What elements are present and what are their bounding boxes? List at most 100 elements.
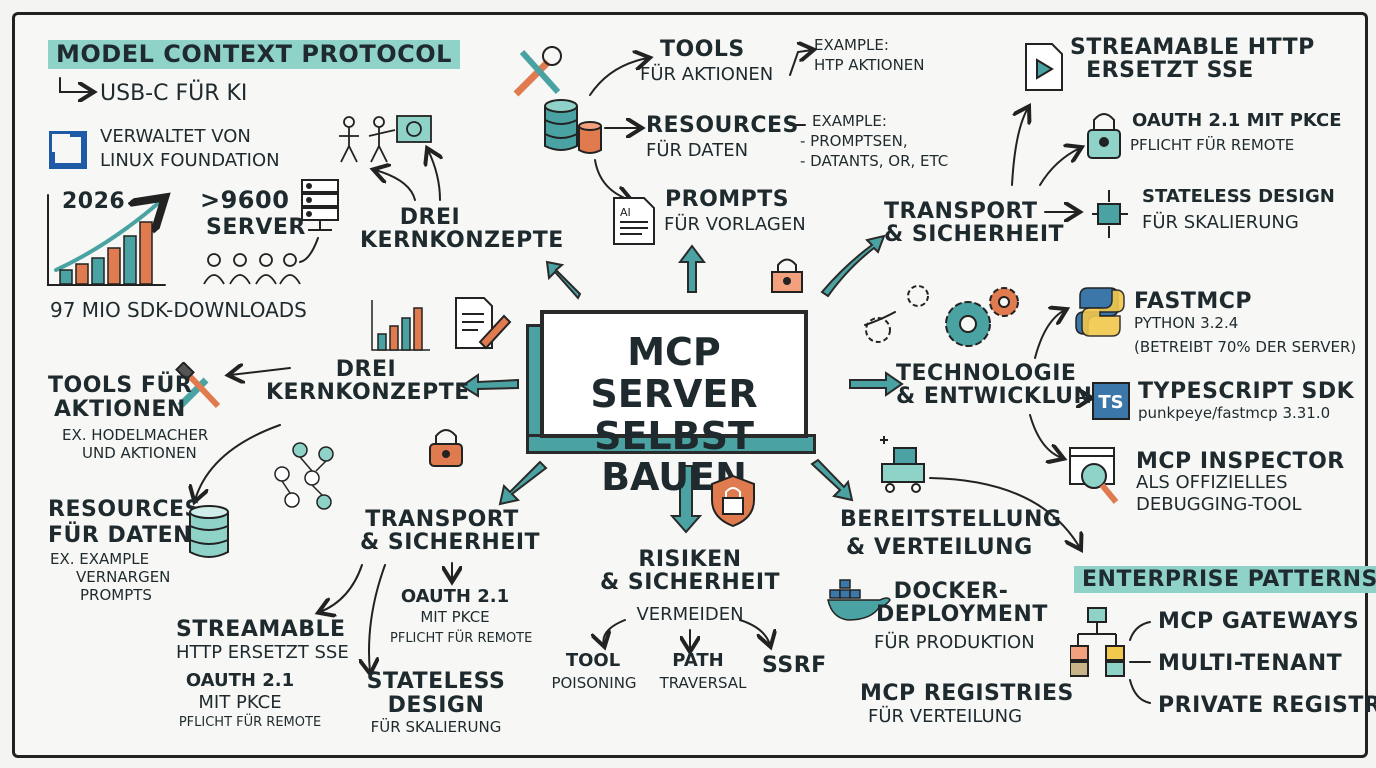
transport-to-oauth-arrow	[1039, 148, 1080, 186]
top-tools-example-2: HTP AKTIONEN	[814, 56, 925, 74]
transport-right-streamable-2: ERSETZT SSE	[1086, 58, 1254, 84]
inspector-line-3: DEBUGGING-TOOL	[1136, 494, 1302, 515]
registries-sub: FÜR VERTEILUNG	[868, 706, 1023, 727]
risk-ssrf: SSRF	[762, 653, 827, 678]
small-bar-chart-icon	[371, 300, 430, 351]
top-tools-example-1: EXAMPLE:	[814, 36, 889, 54]
center-to-left-concepts-arrow	[460, 373, 519, 398]
contract-pen-icon	[455, 297, 512, 350]
left-resources-example-3: PROMPTS	[80, 586, 152, 604]
tools-example-arrow	[789, 50, 812, 76]
network-people-icon	[274, 442, 334, 510]
server-label: SERVER	[206, 215, 306, 240]
transport-bottom-title: TRANSPORT & SICHERHEIT	[360, 507, 541, 556]
risks-title: RISIKEN & SICHERHEIT	[600, 548, 780, 594]
transport-bottom-stateless-3: FÜR SKALIERUNG	[370, 718, 502, 736]
typescript-package: punkpeye/fastmcp 3.31.0	[1138, 404, 1331, 422]
deploy-title-1: BEREITSTELLUNG	[840, 507, 1062, 532]
docker-line-3: FÜR PRODUKTION	[874, 632, 1035, 653]
db-to-prompts-arrow	[594, 159, 630, 200]
foundation-line-1: VERWALTET VON	[100, 126, 251, 147]
transport-right-stateless-1: STATELESS DESIGN	[1142, 186, 1335, 207]
subtitle-arrow	[59, 77, 92, 92]
risk-branch-right	[739, 619, 770, 645]
transport-right-oauth-2: PFLICHT FÜR REMOTE	[1130, 136, 1295, 154]
center-line-1: MCP SERVER	[590, 330, 758, 416]
transport-bottom-oauth-2: MIT PKCE	[420, 608, 490, 626]
concepts-to-people-arrow	[375, 170, 416, 201]
left-concepts-title-2: KERNKONZEPTE	[266, 380, 470, 406]
database-icon	[544, 99, 602, 154]
left-resources-example-2: VERNARGEN	[76, 568, 171, 586]
server-rack-icon	[301, 179, 339, 231]
left-database-icon	[189, 505, 229, 558]
docker-line-1: DOCKER-	[893, 579, 1009, 604]
chart-growth-arrow	[54, 200, 162, 272]
padlock-icon	[771, 258, 803, 293]
left-tools-title-2: AKTIONEN	[54, 397, 186, 422]
center-to-prompts-arrow	[678, 244, 706, 293]
transport-to-stateless-bottom-arrow	[369, 564, 386, 672]
left-tools-example-1: EX. HODELMACHER	[62, 426, 209, 444]
stats-year: 2026	[62, 189, 126, 214]
top-tools-sub: FÜR AKTIONEN	[640, 64, 774, 85]
typescript-title: TYPESCRIPT SDK	[1138, 379, 1355, 404]
left-to-resources-arrow	[195, 424, 281, 500]
risks-title-1: RISIKEN	[638, 547, 742, 572]
oauth-shield-lock-icon	[1087, 113, 1121, 159]
prompt-document-icon: AI	[613, 197, 655, 245]
transport-bottom-streamable-1: STREAMABLE	[176, 617, 346, 642]
transport-bottom-title-1: TRANSPORT	[365, 507, 519, 532]
left-to-tools-arrow	[230, 368, 291, 375]
transport-bottom-title-2: & SICHERHEIT	[360, 530, 541, 556]
inspector-magnifier-icon	[1069, 447, 1119, 504]
inspector-title: MCP INSPECTOR	[1136, 449, 1345, 474]
risk-shield-icon	[711, 474, 755, 528]
tech-title: TECHNOLOGIE & ENTWICKLUNG	[896, 361, 1112, 410]
transport-bottom-oauth2-2: MIT PKCE	[198, 692, 282, 713]
people-with-bot-icon	[339, 115, 432, 163]
enterprise-title: ENTERPRISE PATTERNS	[1074, 566, 1376, 594]
enterprise-branch-1	[1129, 621, 1151, 641]
risk-path-1: PATH	[672, 650, 724, 671]
tools-wrench-icon	[513, 46, 562, 97]
docker-line-2: DEPLOYMENT	[876, 602, 1048, 628]
docker-whale-icon	[827, 579, 891, 621]
top-prompts-sub: FÜR VORLAGEN	[664, 214, 806, 235]
chart-axis	[47, 194, 166, 286]
stateless-scale-icon	[1092, 190, 1128, 238]
left-padlock-icon	[429, 429, 463, 467]
center-to-tech-arrow	[849, 371, 904, 397]
tech-title-1: TECHNOLOGIE	[896, 361, 1077, 386]
left-tools-title-1: TOOLS FÜR	[48, 373, 193, 398]
concepts-to-bot-arrow	[428, 150, 440, 201]
tech-to-fastmcp-arrow	[1034, 310, 1065, 359]
servers-to-people-arrow	[299, 237, 319, 263]
center-to-transport-bottom-arrow	[498, 460, 548, 506]
typescript-badge-icon: TS	[1092, 382, 1130, 420]
transport-bottom-stateless-2: DESIGN	[387, 693, 485, 718]
center-to-top-concepts-arrow	[545, 260, 582, 300]
page-subtitle: USB-C FÜR KI	[100, 81, 248, 106]
transport-right-streamable-1: STREAMABLE HTTP	[1070, 35, 1315, 60]
python-logo-icon	[1075, 287, 1125, 337]
transport-bottom-oauth2-3: PFLICHT FÜR REMOTE	[178, 715, 322, 730]
growth-bar-chart-icon	[59, 221, 153, 284]
top-tools-title: TOOLS	[660, 37, 745, 62]
center-title: MCP SERVER SELBST BAUEN	[540, 330, 808, 499]
enterprise-branch-3	[1129, 679, 1151, 704]
risk-tool-1: TOOL	[565, 650, 621, 671]
tech-title-2: & ENTWICKLUNG	[896, 384, 1112, 410]
left-resources-title: RESOURCES	[48, 497, 201, 522]
sdk-downloads: 97 MIO SDK-DOWNLOADS	[50, 298, 307, 322]
risks-title-3: VERMEIDEN	[636, 604, 744, 625]
top-concepts-title-1: DREI	[399, 205, 461, 230]
transport-bottom-oauth-1: OAUTH 2.1	[400, 586, 510, 607]
deploy-title-2: & VERTEILUNG	[846, 535, 1033, 560]
transport-right-title: TRANSPORT & SICHERHEIT	[884, 200, 1064, 246]
fastmcp-version: PYTHON 3.2.4	[1134, 314, 1239, 332]
top-resources-example-2: - PROMPTSEN,	[800, 132, 908, 150]
left-concepts-title: DREI KERNKONZEPTE	[266, 358, 470, 406]
